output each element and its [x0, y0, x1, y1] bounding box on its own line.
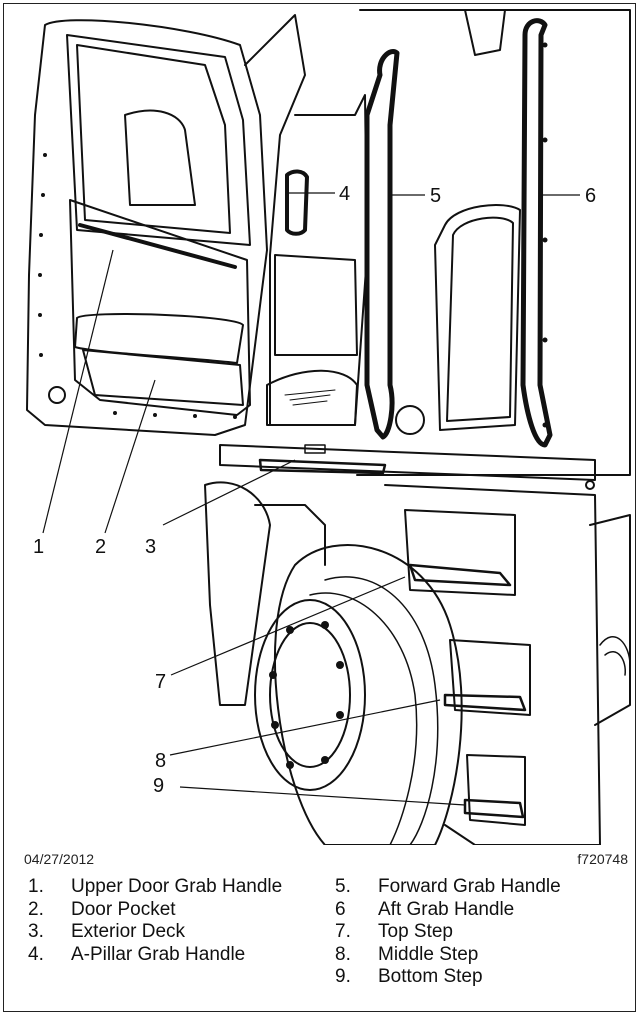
callout-4: 4 [339, 183, 350, 205]
legend-number: 1. [28, 876, 44, 897]
legend-right-column: 5. Forward Grab Handle 6 Aft Grab Handle… [335, 876, 635, 989]
legend-label: Aft Grab Handle [378, 898, 515, 920]
legend-label: Bottom Step [378, 966, 483, 987]
callout-8: 8 [155, 750, 166, 772]
legend-number: 5. [335, 876, 351, 897]
legend-item: 3. Exterior Deck [28, 921, 308, 944]
wheel-hub [254, 599, 366, 791]
legend-number: 3. [28, 921, 44, 942]
aft-grab-handle [520, 18, 553, 448]
exterior-deck [219, 444, 596, 481]
figure-id: f720748 [577, 851, 628, 867]
legend-item: 4. A-Pillar Grab Handle [28, 944, 308, 967]
callout-6: 6 [585, 185, 596, 207]
legend-label: Upper Door Grab Handle [71, 876, 283, 897]
door-trim [69, 199, 251, 416]
legend-item: 2. Door Pocket [28, 899, 308, 922]
legend-item: 6 Aft Grab Handle [335, 899, 635, 922]
legend-item: 7. Top Step [335, 921, 635, 944]
legend-number: 4. [28, 943, 44, 965]
legend-label: Exterior Deck [71, 921, 186, 942]
callout-5: 5 [430, 185, 441, 207]
callout-3: 3 [145, 536, 156, 558]
a-pillar-grab-handle [285, 169, 309, 236]
cab-window [434, 204, 521, 431]
figure-date: 04/27/2012 [24, 851, 95, 867]
legend-label: A-Pillar Grab Handle [71, 943, 246, 965]
mirror-shape [124, 109, 196, 206]
callout-7: 7 [155, 671, 166, 693]
middle-step [443, 693, 527, 712]
upper-door-grab-handle [78, 223, 237, 269]
door-window-frame [66, 34, 251, 246]
legend-item: 8. Middle Step [335, 944, 635, 967]
legend-item: 1. Upper Door Grab Handle [28, 876, 308, 899]
legend-label: Forward Grab Handle [378, 876, 561, 897]
legend-number: 7. [335, 921, 351, 942]
cab-side-wall [356, 9, 631, 476]
legend-label: Door Pocket [71, 898, 176, 920]
callout-9: 9 [153, 775, 164, 797]
forward-grab-handle [364, 49, 400, 440]
step-fairing [384, 484, 601, 845]
door-panel [26, 19, 268, 436]
door-pocket [82, 349, 244, 406]
legend-item: 5. Forward Grab Handle [335, 876, 635, 899]
legend-item: 9. Bottom Step [335, 966, 635, 989]
legend-label: Middle Step [378, 943, 479, 965]
legend-number: 2. [28, 898, 44, 920]
fender [204, 481, 271, 706]
truck-cab-illustration: 1 2 3 4 5 6 7 8 9 [26, 9, 631, 845]
bottom-step [463, 798, 525, 819]
callout-2: 2 [95, 536, 106, 558]
legend-number: 9. [335, 966, 351, 987]
document-frame [3, 3, 636, 1012]
top-step [408, 563, 512, 587]
a-pillar [244, 14, 306, 426]
callout-1: 1 [33, 536, 44, 558]
legend-label: Top Step [378, 921, 453, 942]
legend-number: 8. [335, 943, 351, 965]
legend-left-column: 1. Upper Door Grab Handle 2. Door Pocket… [28, 876, 308, 966]
legend-number: 6 [335, 898, 346, 920]
tire [274, 544, 463, 845]
